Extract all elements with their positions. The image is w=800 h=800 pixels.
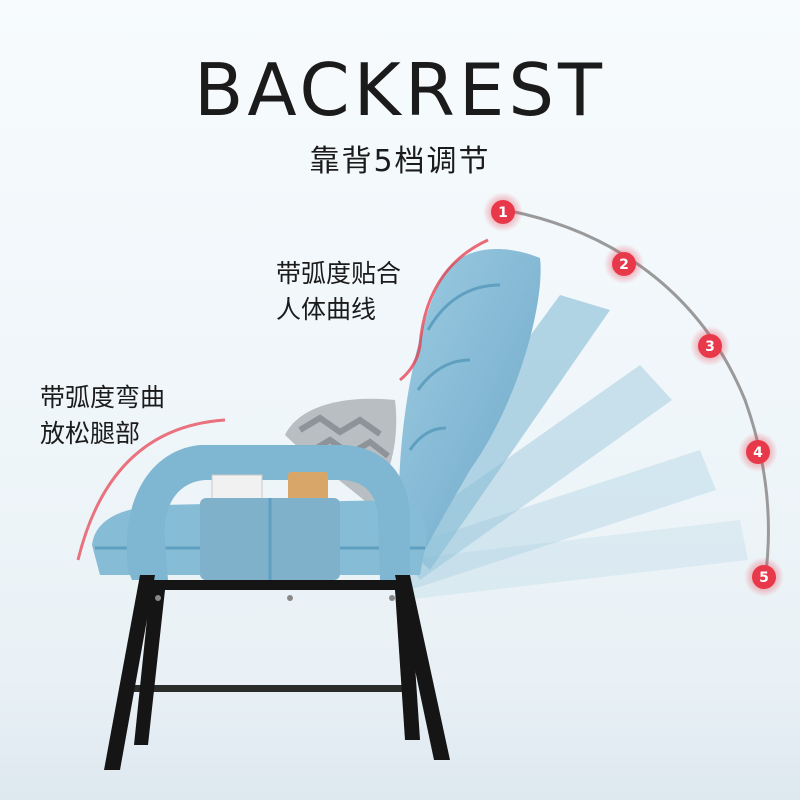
side-pocket <box>200 472 340 580</box>
subheadline: 靠背5档调节 <box>309 144 491 179</box>
callout-line: 带弧度贴合 <box>276 259 402 288</box>
callout-leg-curve: 带弧度弯曲 放松腿部 <box>40 380 165 452</box>
callout-line: 放松腿部 <box>40 419 141 448</box>
angle-marker-2: 2 <box>604 244 644 284</box>
metal-frame <box>104 575 450 770</box>
ghost-backrest-4 <box>395 450 716 590</box>
recline-arc <box>504 208 770 581</box>
ghost-backrest-5 <box>400 520 748 600</box>
backrest-curve-accent <box>399 238 489 382</box>
angle-marker-label: 3 <box>705 339 715 355</box>
angle-marker-label: 5 <box>759 570 769 586</box>
callout-line: 带弧度弯曲 <box>40 383 166 412</box>
angle-marker-label: 1 <box>498 205 508 221</box>
callout-backrest-curve: 带弧度贴合 人体曲线 <box>276 256 401 328</box>
angle-marker-label: 4 <box>753 445 763 461</box>
floor <box>0 680 800 800</box>
backrest <box>398 249 541 560</box>
angle-marker-1: 1 <box>483 192 523 232</box>
angle-marker-4: 4 <box>738 432 778 472</box>
angle-marker-5: 5 <box>744 557 784 597</box>
headline: BACKREST <box>193 48 607 132</box>
angle-marker-3: 3 <box>690 326 730 366</box>
leg-curve-accent <box>76 418 226 561</box>
callout-line: 人体曲线 <box>276 295 377 324</box>
angle-marker-label: 2 <box>619 257 629 273</box>
ghost-backrest-3 <box>392 365 672 580</box>
armrest <box>126 445 410 580</box>
